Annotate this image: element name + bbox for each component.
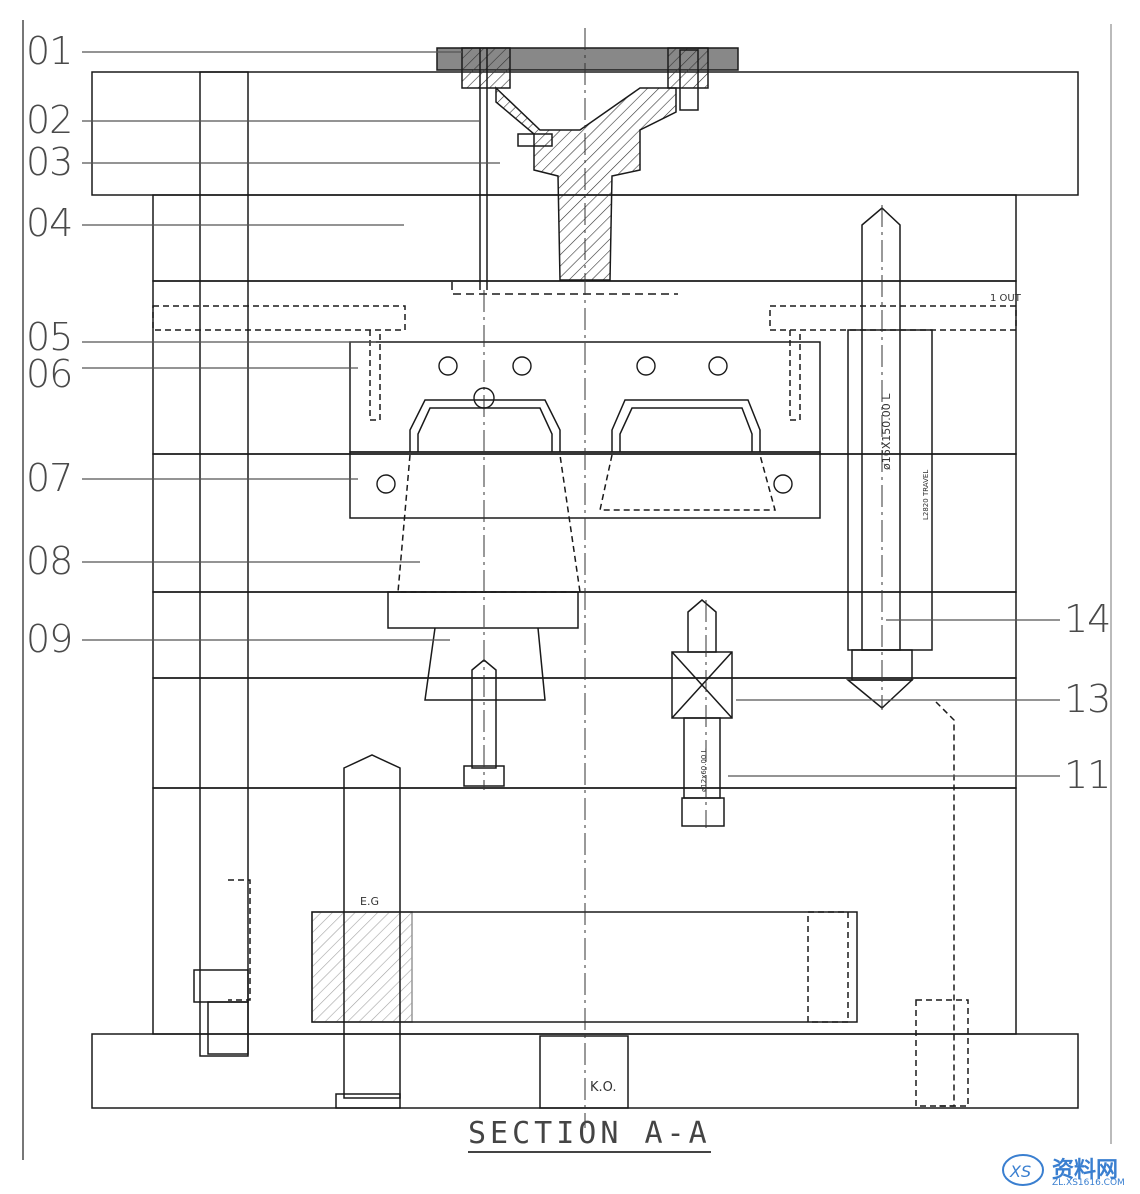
callout-08: 08	[26, 539, 73, 583]
watermark-logo-icon: XS	[1002, 1154, 1044, 1186]
svg-text:XS: XS	[1009, 1162, 1031, 1181]
one-out-label: 1 OUT	[990, 293, 1021, 304]
callout-06: 06	[26, 352, 73, 396]
callout-01: 01	[26, 29, 73, 73]
callout-14: 14	[1064, 597, 1111, 641]
core-left	[397, 454, 581, 593]
watermark-text: 资料网	[1052, 1158, 1119, 1183]
frame-left-border	[22, 20, 24, 1160]
pin-13	[687, 599, 717, 653]
callout-09: 09	[26, 617, 73, 661]
callout-02: 02	[26, 98, 73, 142]
small-pin-dimension: ø12x60.00 L	[700, 748, 708, 793]
callout-05: 05	[26, 315, 73, 359]
ejector-guide-label: E.G	[360, 895, 379, 908]
section-title: SECTION A-A	[468, 1116, 711, 1153]
knock-out-hole	[539, 1035, 629, 1109]
molded-part-right	[611, 399, 761, 452]
pin-11	[471, 659, 497, 769]
callout-04: 04	[26, 201, 73, 245]
travel-label: L2820 TRAVEL	[922, 469, 930, 520]
callout-13: 13	[1064, 677, 1111, 721]
watermark: XS 资料网 ZL.XS1616.COM	[1000, 1148, 1132, 1190]
locating-ring	[436, 47, 739, 71]
molded-part-left	[409, 399, 561, 452]
return-pin-e-g	[343, 754, 401, 1099]
sprue-bushing	[495, 86, 677, 281]
knock-out-label: K.O.	[590, 1080, 617, 1095]
callout-11: 11	[1064, 753, 1111, 797]
support-pin-dimension: ø16X150.00 L	[880, 393, 893, 470]
support-pin-14	[861, 206, 901, 651]
watermark-url: ZL.XS1616.COM	[1052, 1178, 1125, 1188]
callout-07: 07	[26, 456, 73, 500]
callout-03: 03	[26, 140, 73, 184]
sprue-bushing-head	[461, 47, 511, 89]
frame-right-border	[1110, 24, 1112, 1144]
leader-pin-left	[199, 71, 249, 1057]
